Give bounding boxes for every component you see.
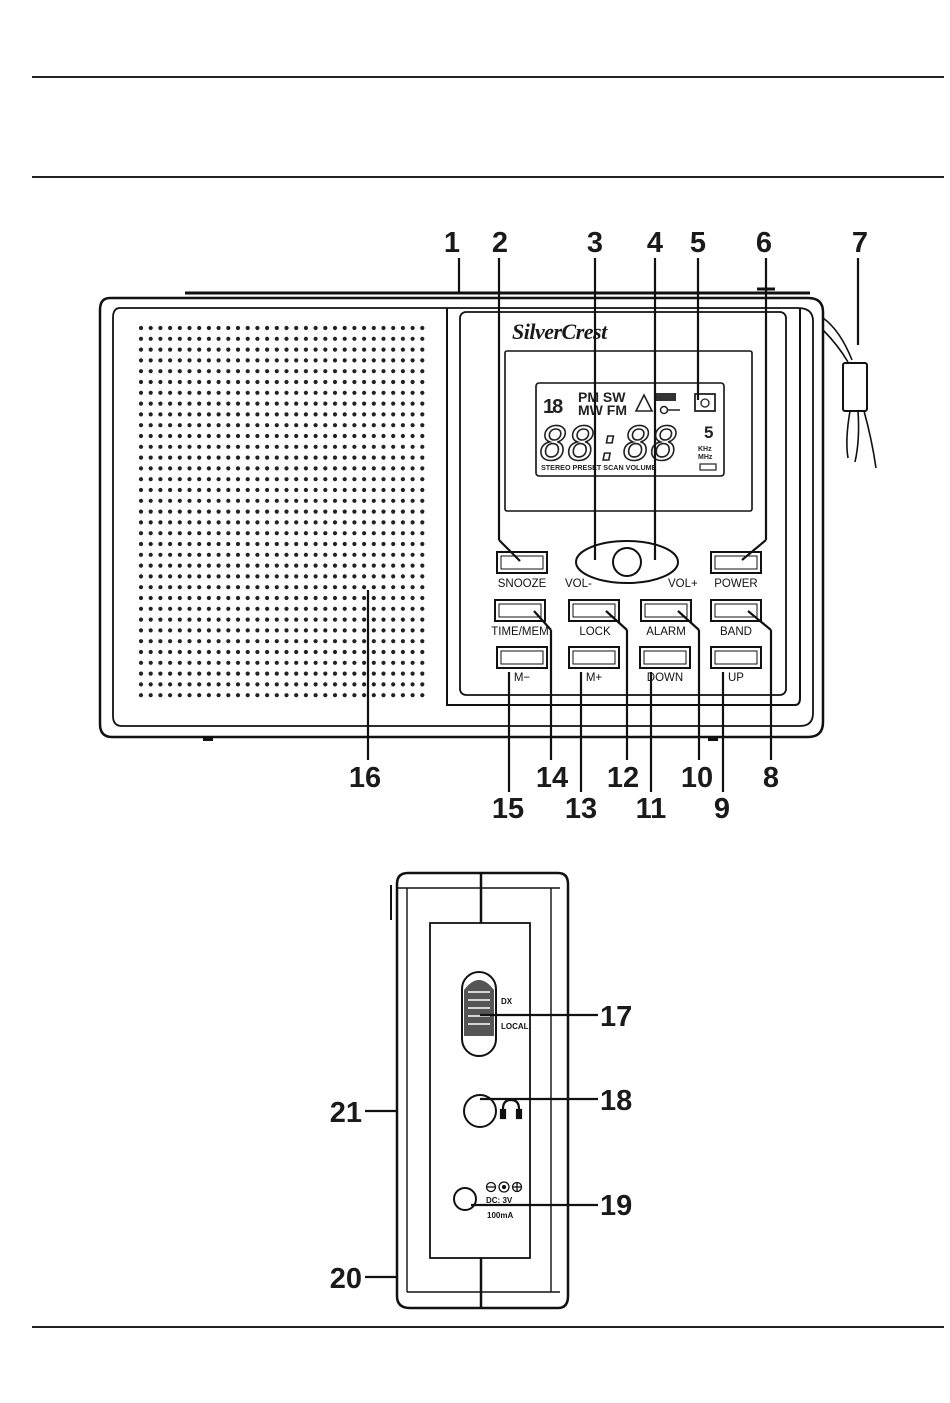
callout-12: 12 [607, 762, 639, 794]
callout-5: 5 [690, 227, 706, 259]
callout-3: 3 [587, 227, 603, 259]
callout-9: 9 [714, 793, 730, 825]
callout-10: 10 [681, 762, 713, 794]
alarm-button[interactable] [641, 600, 691, 621]
dc-rating-label: DC: 3V [486, 1196, 513, 1205]
callout-13: 13 [565, 793, 597, 825]
up-button[interactable] [711, 647, 761, 668]
callout-8: 8 [763, 762, 779, 794]
band-label: BAND [720, 626, 752, 638]
lcd-unit-khz: KHz [698, 446, 712, 453]
down-label: DOWN [647, 672, 683, 684]
callout-19: 19 [600, 1190, 632, 1222]
local-label: LOCAL [501, 1022, 529, 1031]
band-button[interactable] [711, 600, 761, 621]
time-mem-button[interactable] [495, 600, 545, 621]
callout-14: 14 [536, 762, 568, 794]
dc-input-jack[interactable] [454, 1188, 476, 1210]
time-mem-label: TIME/MEM [491, 626, 549, 638]
callout-11: 11 [636, 793, 667, 825]
callout-7: 7 [852, 227, 868, 259]
volume-center-button[interactable] [613, 548, 641, 576]
callout-18: 18 [600, 1085, 632, 1117]
callout-2: 2 [492, 227, 508, 259]
side-view: DX LOCAL DC: 3V 100mA [391, 873, 568, 1308]
callout-20: 20 [330, 1263, 362, 1295]
wrist-strap [823, 318, 876, 468]
lcd-status-line: STEREO PRESET SCAN VOLUME [541, 463, 657, 472]
alarm-label: ALARM [646, 626, 686, 638]
vol-plus-label: VOL+ [668, 578, 698, 590]
m-minus-label: M− [514, 672, 531, 684]
lock-label: LOCK [579, 626, 611, 638]
snooze-label: SNOOZE [498, 578, 547, 590]
callout-4: 4 [647, 227, 663, 259]
m-plus-button[interactable] [569, 647, 619, 668]
lcd-band-bottom: MW FM [578, 402, 627, 418]
callout-16: 16 [349, 762, 381, 794]
lcd-unit-mhz: MHz [698, 454, 713, 461]
vol-minus-label: VOL- [565, 578, 592, 590]
m-minus-button[interactable] [497, 647, 547, 668]
lcd-digit-five: 5 [704, 423, 713, 442]
power-button[interactable] [711, 552, 761, 573]
up-label: UP [728, 672, 744, 684]
snooze-button[interactable] [497, 552, 547, 573]
dc-current-label: 100mA [487, 1211, 513, 1220]
callout-1: 1 [444, 227, 460, 259]
down-button[interactable] [640, 647, 690, 668]
power-label: POWER [714, 578, 757, 590]
lcd-small-digit: 18 [543, 396, 563, 418]
m-plus-label: M+ [586, 672, 603, 684]
front-view: SilverCrest 18 PM SW MW FM 88:88 5 KHz M… [100, 289, 876, 741]
callout-6: 6 [756, 227, 772, 259]
callout-15: 15 [492, 793, 524, 825]
lock-button[interactable] [569, 600, 619, 621]
brand-logo: SilverCrest [512, 319, 608, 344]
dx-label: DX [501, 997, 513, 1006]
callout-17: 17 [600, 1001, 632, 1033]
lcd-battery-icon [656, 393, 676, 401]
callout-21: 21 [330, 1097, 362, 1129]
